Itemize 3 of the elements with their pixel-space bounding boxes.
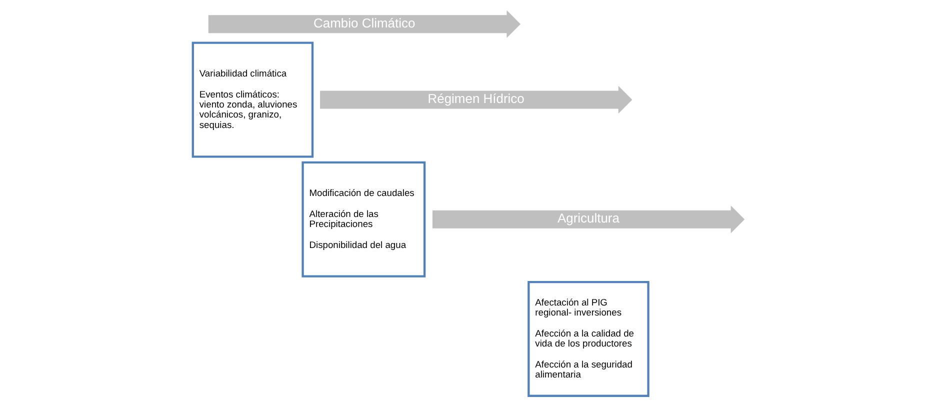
- node-box: Afectación al PIG regional- inversiones Afección a la calidad de vida de los productores Afección a la seguridad alimentaria: [527, 280, 649, 397]
- node-box: Modificación de caudales Alteración de las Precipitaciones Disponibilidad del agua: [301, 161, 426, 278]
- node-box: Variabilidad climática Eventos climáticos: viento zonda, aluviones volcánicos, granizo, sequias.: [191, 42, 314, 158]
